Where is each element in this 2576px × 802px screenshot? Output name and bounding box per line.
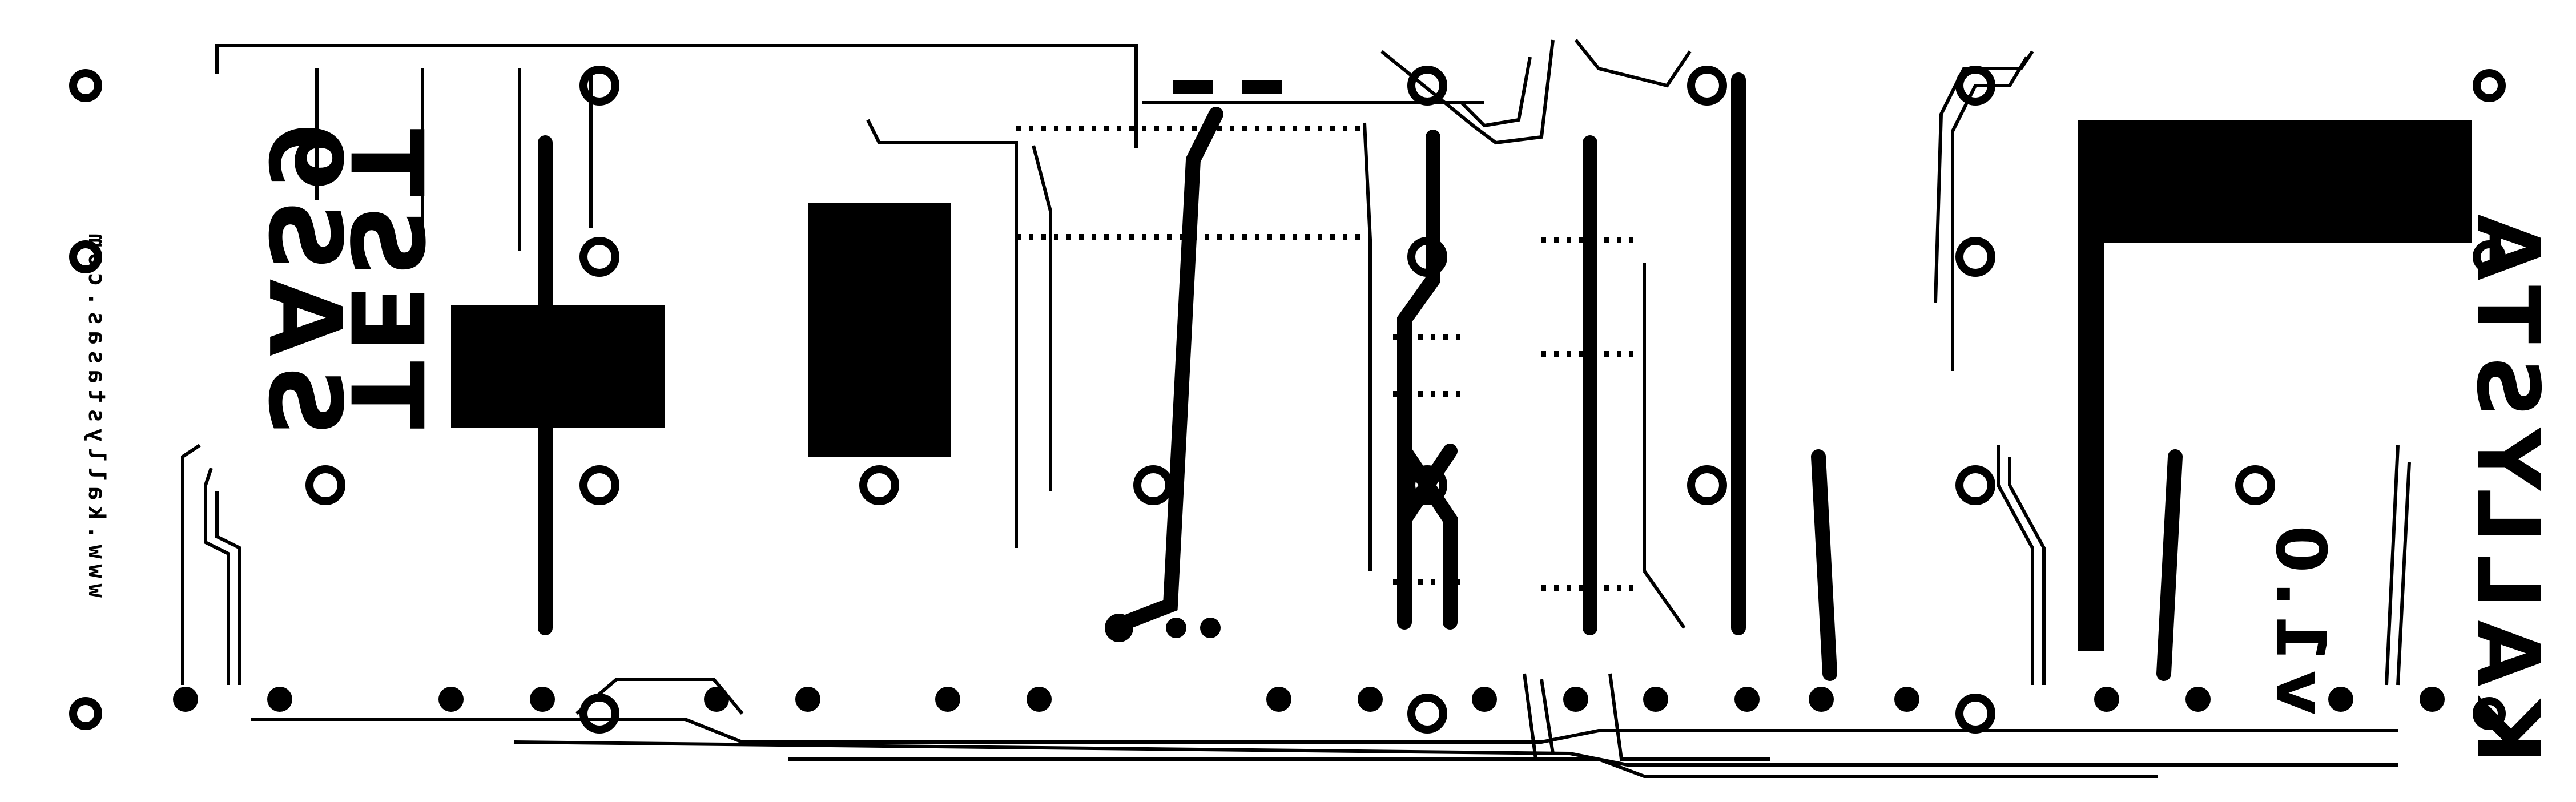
- mounting-hole: [69, 69, 102, 102]
- mounting-hole: [69, 240, 102, 273]
- mounting-hole: [69, 697, 102, 730]
- mounting-holes: [69, 66, 2506, 734]
- mounting-hole: [2473, 697, 2506, 730]
- copper-pours: [451, 80, 2472, 651]
- mounting-hole: [579, 465, 619, 505]
- silkscreen-website: www.kallystasas.com: [83, 228, 110, 598]
- copper-pad-large: [451, 305, 665, 428]
- mounting-hole: [579, 237, 619, 277]
- mounting-hole: [1955, 465, 1995, 505]
- thick-traces: [538, 72, 2183, 681]
- ic-pin-rows: [1016, 126, 1633, 591]
- silkscreen-brand: KALLYSTA: [2457, 203, 2557, 764]
- mounting-hole: [2473, 240, 2506, 273]
- pads: [173, 614, 2445, 712]
- mounting-hole: [2473, 69, 2506, 102]
- copper-pad: [1242, 80, 1282, 94]
- mounting-hole: [1955, 694, 1995, 734]
- mounting-hole: [1133, 465, 1173, 505]
- silkscreen-version: v1.0: [2260, 517, 2340, 715]
- copper-pad-large: [2078, 120, 2472, 243]
- mounting-hole: [1687, 66, 1727, 106]
- mounting-hole: [1407, 694, 1447, 734]
- mounting-hole: [579, 66, 619, 106]
- copper-pad-large: [808, 203, 951, 457]
- copper-pad: [1173, 80, 1213, 94]
- copper-pad-large: [2078, 120, 2104, 651]
- silkscreen-title-line2: SAS9: [246, 113, 363, 437]
- mounting-hole: [305, 465, 345, 505]
- mounting-hole: [1955, 237, 1995, 277]
- mounting-hole: [2235, 465, 2275, 505]
- mounting-hole: [859, 465, 899, 505]
- mounting-hole: [1687, 465, 1727, 505]
- mounting-hole: [579, 694, 619, 734]
